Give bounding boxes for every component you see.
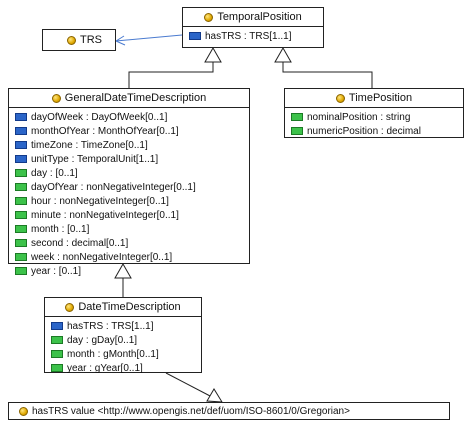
datatype-property-icon — [15, 239, 27, 247]
attribute-row[interactable]: monthOfYear : MonthOfYear[0..1] — [15, 124, 245, 138]
attribute-row[interactable]: hasTRS : TRS[1..1] — [51, 319, 197, 333]
attribute-list: hasTRS : TRS[1..1] day : gDay[0..1] mont… — [45, 317, 201, 377]
class-icon — [204, 12, 214, 22]
object-property-icon — [51, 322, 63, 330]
attribute-text: week : nonNegativeInteger[0..1] — [31, 251, 173, 263]
datatype-property-icon — [15, 169, 27, 177]
generalization-line-general — [128, 62, 214, 88]
class-general-date-time-description[interactable]: GeneralDateTimeDescription dayOfWeek : D… — [8, 88, 250, 277]
class-icon — [67, 35, 76, 45]
attribute-text: dayOfYear : nonNegativeInteger[0..1] — [31, 181, 196, 193]
class-icon — [51, 93, 61, 103]
attribute-list: dayOfWeek : DayOfWeek[0..1] monthOfYear … — [9, 108, 249, 280]
attribute-row[interactable]: week : nonNegativeInteger[0..1] — [15, 250, 245, 264]
attribute-text: year : [0..1] — [31, 265, 82, 277]
attribute-row[interactable]: day : gDay[0..1] — [51, 333, 197, 347]
attribute-text: timeZone : TimeZone[0..1] — [31, 139, 148, 151]
datatype-property-icon — [15, 267, 27, 275]
attribute-text: monthOfYear : MonthOfYear[0..1] — [31, 125, 179, 137]
restriction-arrowhead — [206, 388, 223, 403]
class-name: GeneralDateTimeDescription — [64, 92, 207, 104]
attribute-text: numericPosition : decimal — [307, 125, 421, 137]
generalization-arrow-general — [204, 46, 222, 63]
restriction-icon — [19, 406, 28, 416]
generalization-arrow-timeposition — [274, 46, 292, 63]
class-name: TRS — [80, 34, 102, 46]
attribute-row[interactable]: second : decimal[0..1] — [15, 236, 245, 250]
attribute-row[interactable]: unitType : TemporalUnit[1..1] — [15, 152, 245, 166]
class-temporal-position[interactable]: TemporalPosition hasTRS : TRS[1..1] — [182, 7, 324, 48]
attribute-row[interactable]: month : gMonth[0..1] — [51, 347, 197, 361]
restriction-content: hasTRS value <http://www.opengis.net/def… — [9, 403, 449, 419]
attribute-text: second : decimal[0..1] — [31, 237, 129, 249]
attribute-list: nominalPosition : string numericPosition… — [285, 108, 463, 140]
datatype-property-icon — [51, 350, 63, 358]
attribute-row[interactable]: dayOfWeek : DayOfWeek[0..1] — [15, 110, 245, 124]
attribute-row[interactable]: year : [0..1] — [15, 264, 245, 278]
restriction-box[interactable]: hasTRS value <http://www.opengis.net/def… — [8, 402, 450, 420]
attribute-row[interactable]: dayOfYear : nonNegativeInteger[0..1] — [15, 180, 245, 194]
attribute-row[interactable]: hour : nonNegativeInteger[0..1] — [15, 194, 245, 208]
object-property-icon — [189, 32, 201, 40]
datatype-property-icon — [291, 127, 303, 135]
class-header: TimePosition — [285, 89, 463, 108]
class-date-time-description[interactable]: DateTimeDescription hasTRS : TRS[1..1] d… — [44, 297, 202, 374]
class-header: GeneralDateTimeDescription — [9, 89, 249, 108]
attribute-text: month : [0..1] — [31, 223, 90, 235]
attribute-row[interactable]: numericPosition : decimal — [291, 124, 459, 138]
class-icon — [335, 93, 345, 103]
class-name: TimePosition — [348, 92, 413, 104]
class-header: TemporalPosition — [183, 8, 323, 27]
datatype-property-icon — [51, 336, 63, 344]
attribute-text: hasTRS : TRS[1..1] — [205, 30, 292, 42]
attribute-text: nominalPosition : string — [307, 111, 411, 123]
attribute-row[interactable]: hasTRS : TRS[1..1] — [189, 29, 319, 43]
class-name: TemporalPosition — [217, 11, 302, 23]
restriction-line — [165, 372, 213, 398]
association-line — [115, 34, 183, 42]
class-header: TRS — [43, 30, 115, 50]
datatype-property-icon — [15, 225, 27, 233]
attribute-text: unitType : TemporalUnit[1..1] — [31, 153, 159, 165]
object-property-icon — [15, 127, 27, 135]
attribute-row[interactable]: nominalPosition : string — [291, 110, 459, 124]
datatype-property-icon — [15, 197, 27, 205]
generalization-line-timeposition — [282, 62, 373, 88]
attribute-text: hour : nonNegativeInteger[0..1] — [31, 195, 169, 207]
object-property-icon — [15, 113, 27, 121]
attribute-text: day : gDay[0..1] — [67, 334, 138, 346]
datatype-property-icon — [291, 113, 303, 121]
class-name: DateTimeDescription — [78, 301, 181, 313]
attribute-text: minute : nonNegativeInteger[0..1] — [31, 209, 179, 221]
datatype-property-icon — [15, 253, 27, 261]
attribute-row[interactable]: month : [0..1] — [15, 222, 245, 236]
object-property-icon — [15, 141, 27, 149]
attribute-row[interactable]: year : gYear[0..1] — [51, 361, 197, 375]
generalization-arrow-datetime — [114, 262, 132, 279]
restriction-text: hasTRS value <http://www.opengis.net/def… — [32, 405, 350, 417]
attribute-list: hasTRS : TRS[1..1] — [183, 27, 323, 45]
attribute-text: dayOfWeek : DayOfWeek[0..1] — [31, 111, 168, 123]
association-arrowhead — [114, 35, 126, 46]
class-time-position[interactable]: TimePosition nominalPosition : string nu… — [284, 88, 464, 138]
attribute-text: year : gYear[0..1] — [67, 362, 143, 374]
datatype-property-icon — [51, 364, 63, 372]
attribute-text: hasTRS : TRS[1..1] — [67, 320, 154, 332]
class-header: DateTimeDescription — [45, 298, 201, 317]
class-icon — [65, 302, 75, 312]
attribute-row[interactable]: day : [0..1] — [15, 166, 245, 180]
attribute-row[interactable]: timeZone : TimeZone[0..1] — [15, 138, 245, 152]
datatype-property-icon — [15, 211, 27, 219]
class-trs[interactable]: TRS — [42, 29, 116, 51]
attribute-text: month : gMonth[0..1] — [67, 348, 159, 360]
attribute-text: day : [0..1] — [31, 167, 78, 179]
attribute-row[interactable]: minute : nonNegativeInteger[0..1] — [15, 208, 245, 222]
object-property-icon — [15, 155, 27, 163]
datatype-property-icon — [15, 183, 27, 191]
